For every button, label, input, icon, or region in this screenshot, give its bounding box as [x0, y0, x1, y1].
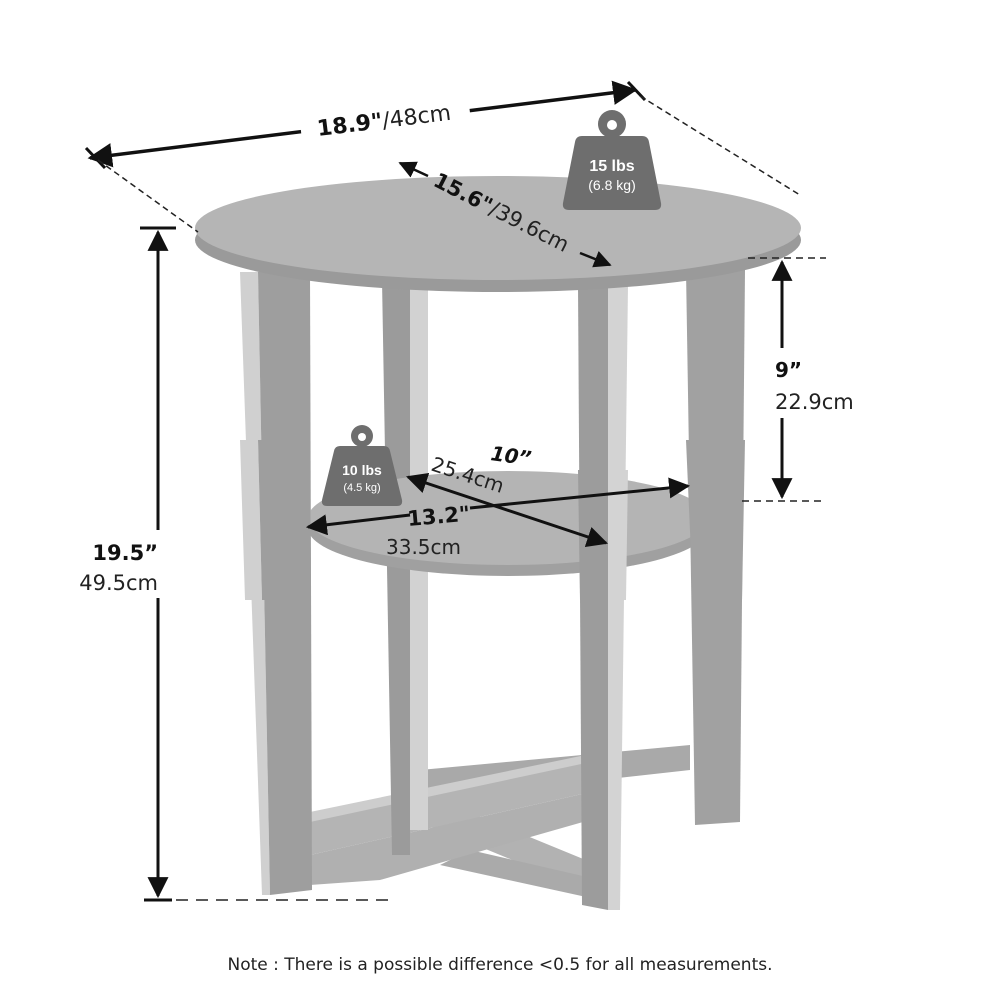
shelf-width-inches: 13.2" [406, 502, 471, 531]
weight-badge-shelf: 10 lbs (4.5 kg) [321, 425, 403, 506]
weight-badge-top: 15 lbs (6.8 kg) [562, 110, 662, 210]
table-illustration [195, 176, 801, 910]
kettlebell-weight-icon [321, 425, 403, 506]
overall-width-dimension: 18.9"/48cm [84, 80, 801, 233]
shelf-clearance-inches: 9” [775, 358, 802, 382]
measurement-note: Note : There is a possible difference <0… [227, 955, 773, 975]
shelf-weight-kg: (4.5 kg) [343, 482, 380, 494]
shelf-clearance-dimension: 9” 22.9cm [742, 257, 854, 502]
total-height-cm: 49.5cm [79, 571, 158, 595]
shelf-clearance-cm: 22.9cm [775, 390, 854, 414]
table-top [195, 176, 801, 292]
kettlebell-weight-icon [562, 110, 662, 210]
shelf-width-cm: 33.5cm [386, 535, 461, 559]
shelf-weight-lbs: 10 lbs [342, 462, 382, 478]
total-height-dimension: 19.5” 49.5cm [79, 226, 390, 902]
x-base [310, 745, 690, 900]
top-weight-kg: (6.8 kg) [588, 177, 635, 193]
top-weight-lbs: 15 lbs [589, 158, 634, 175]
total-height-inches: 19.5” [92, 541, 158, 565]
shelf-depth-inches: 10” [489, 441, 533, 470]
